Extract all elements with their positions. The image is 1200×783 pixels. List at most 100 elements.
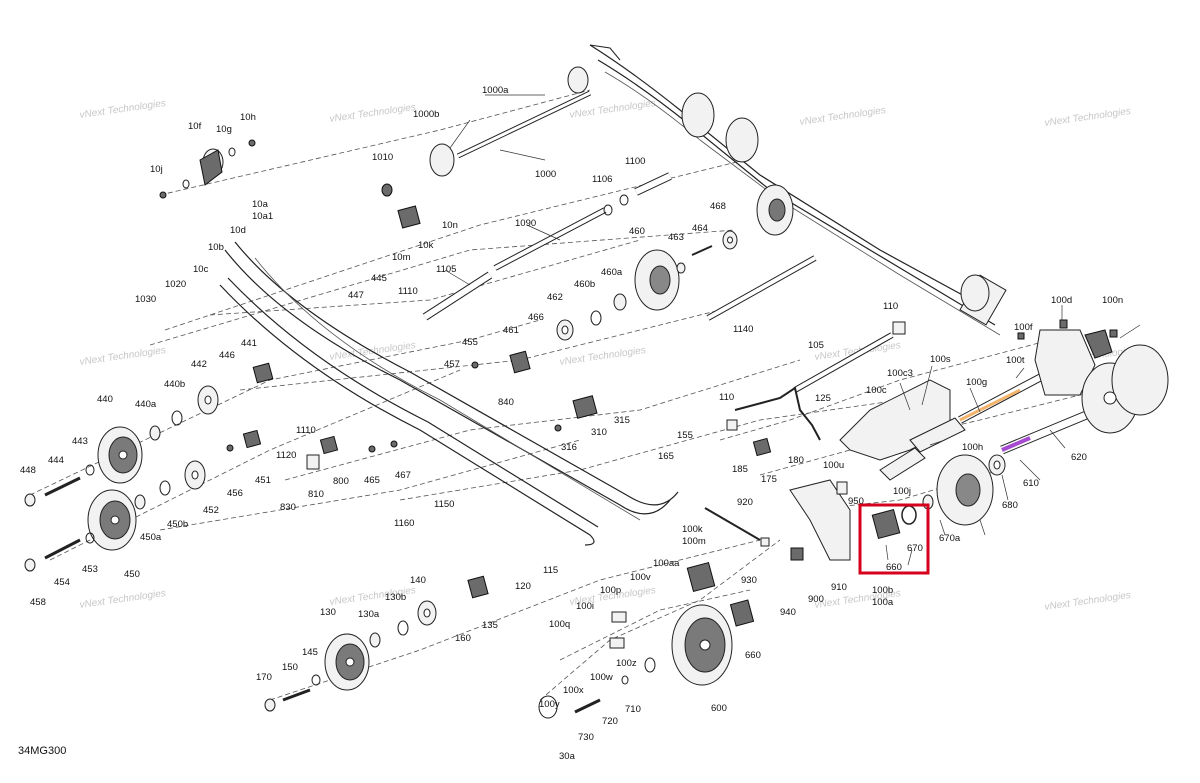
part-label: 950 (848, 496, 864, 507)
part-label: 455 (462, 337, 478, 348)
part-label: 1105 (436, 264, 456, 275)
part-label: 315 (614, 415, 630, 426)
part-label: 457 (444, 359, 460, 370)
part-label: 30a (559, 751, 576, 762)
watermark: vNext Technologies (329, 102, 417, 125)
part-label: 830 (280, 502, 296, 513)
part-label: 100d (1051, 295, 1072, 306)
part-label: 100a (872, 597, 894, 608)
part-label: 170 (256, 672, 272, 683)
part-label: 100s (930, 354, 951, 365)
part-label: 100y (539, 699, 560, 710)
part-label: 1110 (296, 425, 316, 436)
watermark: vNext Technologies (79, 588, 167, 611)
part-label: 100k (682, 524, 703, 535)
part-label: 461 (503, 325, 519, 336)
part-label: 443 (72, 436, 88, 447)
part-label: 1020 (165, 279, 186, 290)
part-label: 1000b (413, 109, 439, 120)
part-label: 100aa (653, 558, 680, 569)
part-label: 100h (962, 442, 983, 453)
part-label: 450b (167, 519, 188, 530)
part-label: 100b (872, 585, 893, 596)
rail-frame (219, 44, 1007, 546)
part-label: 466 (528, 312, 544, 323)
brackets (199, 149, 1113, 627)
part-label: 440 (97, 394, 113, 405)
part-label: 1090 (515, 218, 536, 229)
part-label: 1140 (733, 324, 753, 335)
watermark: vNext Technologies (559, 345, 647, 368)
part-label: 462 (547, 292, 563, 303)
watermark: vNext Technologies (1044, 106, 1132, 129)
part-label: 110 (883, 301, 898, 312)
part-label: 452 (203, 505, 219, 516)
part-label: 10b (208, 242, 224, 253)
part-label: 140 (410, 575, 426, 586)
part-label: 447 (348, 290, 364, 301)
watermark: vNext Technologies (569, 98, 657, 121)
part-label: 100c3 (887, 368, 913, 379)
part-label: 463 (668, 232, 684, 243)
part-label: 1150 (434, 499, 454, 510)
part-label: 155 (677, 430, 693, 441)
part-label: 910 (831, 582, 847, 593)
part-label: 1110 (398, 286, 418, 297)
mid-assembly (734, 329, 1096, 561)
part-label: 610 (1023, 478, 1039, 489)
part-label: 920 (737, 497, 753, 508)
part-label: 120 (515, 581, 531, 592)
part-label: 10f (188, 121, 202, 132)
part-label: 460 (629, 226, 645, 237)
part-label: 10a (252, 199, 269, 210)
part-label: 1106 (592, 174, 612, 185)
part-label: 100m (682, 536, 706, 547)
part-label: 730 (578, 732, 594, 743)
reference-code: 34MG300 (18, 745, 66, 757)
part-label: 100w (590, 672, 613, 683)
part-label: 465 (364, 475, 380, 486)
part-label: 185 (732, 464, 748, 475)
part-label: 105 (808, 340, 824, 351)
part-label: 660 (886, 562, 902, 573)
part-label: 1100 (625, 156, 645, 167)
part-label: 130b (385, 592, 406, 603)
part-label: 10k (418, 240, 434, 251)
part-label: 100x (563, 685, 584, 696)
part-label: 446 (219, 350, 235, 361)
part-label: 180 (788, 455, 804, 466)
part-label: 100v (630, 572, 651, 583)
watermark: vNext Technologies (1044, 590, 1132, 613)
part-label: 460a (601, 267, 623, 278)
wheels (87, 66, 1169, 691)
part-label: 100g (966, 377, 987, 388)
part-label: 100p (600, 585, 621, 596)
part-label: 442 (191, 359, 207, 370)
highlight-box (858, 503, 930, 575)
part-label: 680 (1002, 500, 1018, 511)
part-label: 1120 (276, 450, 296, 461)
part-label: 453 (82, 564, 98, 575)
part-label: 670a (939, 533, 961, 544)
part-label: 440b (164, 379, 185, 390)
part-label: 900 (808, 594, 824, 605)
part-label: 710 (625, 704, 641, 715)
part-label: 115 (543, 565, 558, 576)
part-label: 600 (711, 703, 727, 714)
part-label: 10g (216, 124, 232, 135)
part-label: 10m (392, 252, 411, 263)
part-label: 441 (241, 338, 257, 349)
part-label: 100q (549, 619, 570, 630)
part-label: 150 (282, 662, 298, 673)
watermark: vNext Technologies (79, 98, 167, 121)
part-label: 160 (455, 633, 471, 644)
part-label: 135 (482, 620, 498, 631)
part-label: 10a1 (252, 211, 273, 222)
part-label: 940 (780, 607, 796, 618)
part-label: 454 (54, 577, 70, 588)
part-label: 10c (193, 264, 209, 275)
part-label: 1030 (135, 294, 156, 305)
part-label: 451 (255, 475, 271, 486)
part-label: 1160 (394, 518, 414, 529)
